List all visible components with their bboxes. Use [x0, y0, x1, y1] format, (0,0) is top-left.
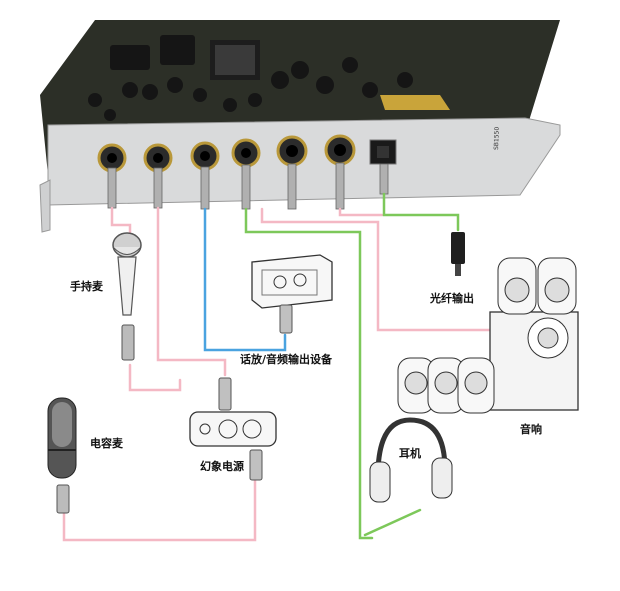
condenser-mic-label: 电容麦	[90, 437, 123, 450]
cable-line-in	[203, 207, 287, 352]
line-out-device-label: 话放/音频输出设备	[240, 353, 333, 366]
port-mic-1	[97, 143, 127, 173]
cable-condenser	[62, 476, 257, 542]
phantom-power-label: 幻象电源	[200, 460, 244, 473]
cable-optical	[382, 192, 460, 232]
port-mic-2	[143, 143, 173, 173]
audio-ports	[97, 134, 397, 173]
speaker-system	[397, 257, 579, 414]
port-line-in	[190, 141, 220, 171]
port-speakers	[324, 134, 356, 166]
port-optical	[369, 139, 397, 165]
port-line-out	[231, 138, 261, 168]
cable-mic-to-phantom	[128, 363, 182, 392]
cables	[62, 192, 492, 542]
bracket-model-text: SB1550	[493, 126, 501, 150]
cable-speakers	[260, 207, 492, 332]
condenser-mic	[47, 397, 77, 514]
handheld-mic-label: 手持麦	[70, 280, 103, 293]
port-phones	[276, 135, 308, 167]
optical-out-label: 光纤输出	[430, 292, 474, 305]
chip	[215, 45, 255, 75]
cable-mic2-phantom	[156, 206, 227, 377]
gold-contacts	[380, 95, 450, 110]
headphones	[369, 417, 453, 503]
sound-card: SB1550	[39, 20, 561, 233]
optical-plug	[451, 232, 465, 276]
phantom-power	[189, 377, 277, 481]
handheld-mic	[112, 232, 142, 361]
speakers-label: 音响	[520, 423, 542, 436]
line-out-device	[251, 254, 333, 334]
cable-headphones	[244, 207, 374, 540]
headphones-label: 耳机	[399, 447, 421, 460]
